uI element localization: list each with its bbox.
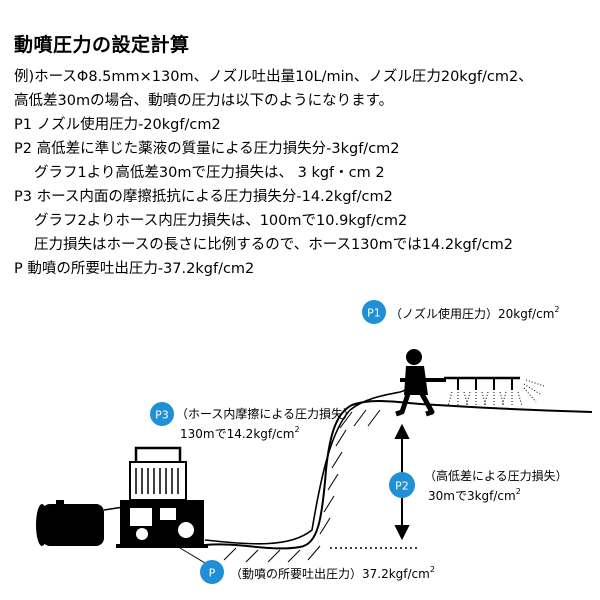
p2-badge: [389, 472, 415, 498]
svg-text:（ノズル使用圧力）20kgf/cm2: （ノズル使用圧力）20kgf/cm2: [390, 305, 560, 321]
p2-badge-text: P2: [395, 480, 409, 493]
example-line-1: 例)ホースΦ8.5mm×130m、ノズル吐出量10L/min、ノズル圧力20kg…: [14, 69, 533, 85]
p3-line: P3 ホース内面の摩擦抵抗による圧力損失分-14.2kgf/cm2: [14, 189, 393, 205]
p-label: （動噴の所要吐出圧力）37.2kgf/cm: [230, 567, 430, 581]
p3-badge-text: P3: [155, 409, 169, 422]
hill-slope: [204, 400, 593, 550]
p3-annotation: P3 （ホース内摩擦による圧力損失） 130mで14.2kgf/cm2: [150, 402, 355, 441]
p-badge-text: P: [209, 567, 216, 580]
example-line-2: 高低差30mの場合、動噴の圧力は以下のようになります。: [14, 93, 394, 109]
p1-annotation: P1 （ノズル使用圧力）20kgf/cm2: [362, 300, 560, 324]
p1-sup: 2: [554, 305, 559, 314]
p1-line: P1 ノズル使用圧力-20kgf/cm2: [14, 117, 221, 133]
svg-text:30mで3kgf/cm2: 30mで3kgf/cm2: [428, 487, 521, 503]
p1-badge-text: P1: [367, 307, 381, 320]
p2-value: 30mで3kgf/cm: [428, 489, 516, 503]
p2-detail-line: グラフ1より高低差30mで圧力損失は、 3 kgf・cm 2: [34, 165, 385, 181]
hose-line: [204, 381, 411, 545]
page-title: 動噴圧力の設定計算: [14, 34, 190, 56]
p3-sup: 2: [294, 425, 299, 434]
p2-label: （高低差による圧力損失）: [424, 468, 568, 483]
p3-label: （ホース内摩擦による圧力損失）: [176, 406, 355, 421]
explanation-text: 動噴圧力の設定計算 例)ホースΦ8.5mm×130m、ノズル吐出量10L/min…: [14, 30, 594, 281]
p3-badge: [150, 402, 174, 426]
p2-annotation: P2 （高低差による圧力損失） 30mで3kgf/cm2: [389, 468, 568, 503]
p-total-line: P 動噴の所要吐出圧力-37.2kgf/cm2: [14, 261, 255, 277]
power-sprayer-icon: [116, 446, 208, 548]
p1-badge: [362, 300, 386, 324]
p3-detail-line-2: 圧力損失はホースの長さに比例するので、ホース130mでは14.2kgf/cm2: [34, 237, 513, 253]
p-badge: [200, 560, 224, 584]
svg-text:130mで14.2kgf/cm2: 130mで14.2kgf/cm2: [180, 425, 300, 441]
p1-label: （ノズル使用圧力）20kgf/cm: [390, 306, 554, 321]
p3-value: 130mで14.2kgf/cm: [180, 427, 294, 441]
p3-detail-line-1: グラフ2よりホース内圧力損失は、100mで10.9kgf/cm2: [34, 213, 408, 229]
p2-sup: 2: [516, 487, 521, 496]
operator-figure: [395, 349, 545, 417]
slope-hatching: [223, 409, 381, 563]
p-annotation: P （動噴の所要吐出圧力）37.2kgf/cm2: [179, 547, 435, 584]
p2-line: P2 高低差に準じた薬液の質量による圧力損失分-3kgf/cm2: [14, 141, 400, 157]
svg-text:（動噴の所要吐出圧力）37.2kgf/cm2: （動噴の所要吐出圧力）37.2kgf/cm2: [230, 565, 435, 581]
p-sup: 2: [430, 565, 435, 574]
tank-icon: [36, 500, 131, 546]
